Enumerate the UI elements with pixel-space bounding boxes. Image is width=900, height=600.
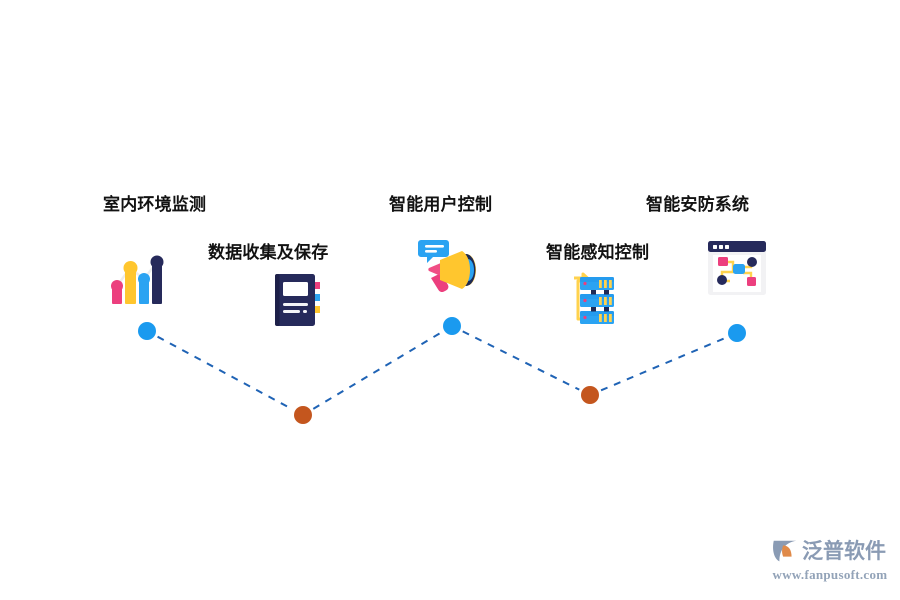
watermark-url: www.fanpusoft.com bbox=[772, 567, 888, 582]
fanpu-logo-icon bbox=[773, 540, 797, 562]
node-label-indoor-environment-monitoring: 室内环境监测 bbox=[103, 195, 207, 214]
timeline-dot-smart-security-system bbox=[728, 324, 746, 342]
server-rack-icon bbox=[554, 268, 618, 332]
watermark-brand: 泛普软件 bbox=[802, 539, 886, 563]
node-label-smart-user-control: 智能用户控制 bbox=[389, 195, 493, 214]
timeline-dots bbox=[138, 317, 746, 424]
node-label-smart-sensing-control: 智能感知控制 bbox=[546, 243, 650, 262]
megaphone-icon bbox=[416, 232, 480, 296]
watermark: 泛普软件 www.fanpusoft.com bbox=[770, 534, 890, 592]
node-label-smart-security-system: 智能安防系统 bbox=[646, 195, 750, 214]
timeline-dot-indoor-environment-monitoring bbox=[138, 322, 156, 340]
timeline-dot-data-collection-and-storage bbox=[294, 406, 312, 424]
node-label-data-collection-and-storage: 数据收集及保存 bbox=[208, 243, 329, 262]
timeline-dashed-lines bbox=[157, 330, 727, 411]
timeline-dot-smart-sensing-control bbox=[581, 386, 599, 404]
notebook-icon bbox=[265, 268, 329, 332]
network-window-icon bbox=[705, 236, 769, 300]
timeline-dot-smart-user-control bbox=[443, 317, 461, 335]
bar-chart-icon bbox=[105, 246, 169, 310]
